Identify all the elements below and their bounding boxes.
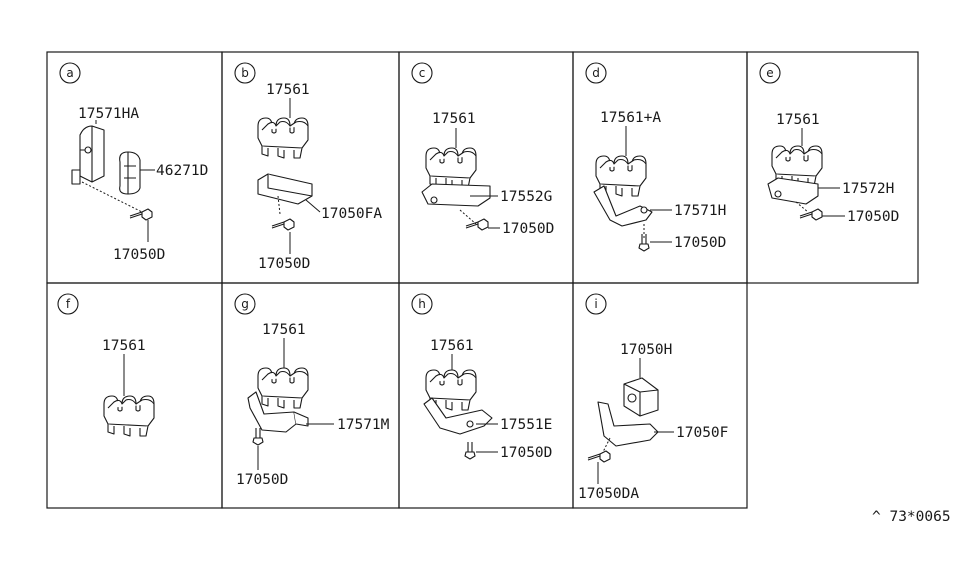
cell-badge-b: b: [234, 62, 256, 84]
bolt-icon: [799, 208, 823, 221]
bolt-icon: [587, 450, 611, 463]
part-label: 17561: [266, 82, 310, 98]
svg-text:a: a: [66, 66, 73, 80]
part-label: 17561: [262, 322, 306, 338]
cell-badge-e: e: [759, 62, 781, 84]
svg-text:d: d: [592, 66, 600, 80]
cell-badge-i: i: [585, 293, 607, 315]
svg-text:e: e: [766, 66, 773, 80]
fastener-path: [81, 181, 143, 213]
clamp-drawing: [257, 117, 309, 159]
part-label: 17572H: [842, 181, 894, 197]
svg-text:f: f: [66, 297, 71, 311]
bolt-icon: [129, 208, 153, 221]
nut-drawing: [623, 377, 659, 417]
cell-badge-d: d: [585, 62, 607, 84]
cell-f: [46, 282, 223, 509]
bracket-drawing: [593, 185, 653, 227]
part-label: 17561: [430, 338, 474, 354]
bracket-drawing: [421, 183, 491, 207]
cell-b: [221, 51, 400, 284]
part-label: 17050H: [620, 342, 672, 358]
bolt-icon: [252, 427, 264, 446]
part-label: 17050D: [502, 221, 554, 237]
leader-line: [305, 199, 321, 213]
part-label: 17050D: [258, 256, 310, 272]
part-label: 17050FA: [321, 206, 382, 222]
clip-bracket-drawing: [71, 125, 105, 185]
reference-code: ^ 73*0065: [872, 509, 951, 525]
svg-text:h: h: [418, 297, 426, 311]
part-label: 17561: [432, 111, 476, 127]
part-label: 17050DA: [578, 486, 639, 502]
clamp-drawing: [257, 367, 309, 409]
grommet-drawing: [119, 151, 141, 195]
svg-text:b: b: [241, 66, 249, 80]
cell-e: [746, 51, 919, 284]
part-label: 17050F: [676, 425, 728, 441]
part-label: 17561: [776, 112, 820, 128]
part-label: 17571HA: [78, 106, 139, 122]
part-label: 17561+A: [600, 110, 661, 126]
cell-badge-g: g: [234, 293, 256, 315]
part-label: 17571H: [674, 203, 726, 219]
part-label: 17050D: [674, 235, 726, 251]
cell-badge-c: c: [411, 62, 433, 84]
part-label: 17050D: [113, 247, 165, 263]
clamp-drawing: [103, 395, 155, 437]
part-label: 17050D: [847, 209, 899, 225]
cell-badge-h: h: [411, 293, 433, 315]
svg-text:i: i: [594, 297, 597, 311]
part-label: 17571M: [337, 417, 390, 433]
bolt-icon: [271, 218, 295, 231]
part-label: 46271D: [156, 163, 208, 179]
bracket-drawing: [423, 397, 493, 435]
part-label: 17551E: [500, 417, 552, 433]
cell-i: [572, 282, 748, 509]
cell-badge-a: a: [59, 62, 81, 84]
part-label: 17050D: [236, 472, 288, 488]
bracket-drawing: [767, 177, 819, 205]
part-label: 17552G: [500, 189, 552, 205]
cell-c: [398, 51, 574, 284]
svg-text:c: c: [419, 66, 426, 80]
cell-h: [398, 282, 574, 509]
clamp-drawing: [425, 147, 477, 189]
bracket-drawing: [247, 391, 297, 433]
bolt-icon: [465, 218, 489, 231]
svg-text:g: g: [241, 297, 249, 311]
bolt-icon: [464, 441, 476, 460]
cell-badge-f: f: [57, 293, 79, 315]
part-label: 17050D: [500, 445, 552, 461]
part-label: 17561: [102, 338, 146, 354]
